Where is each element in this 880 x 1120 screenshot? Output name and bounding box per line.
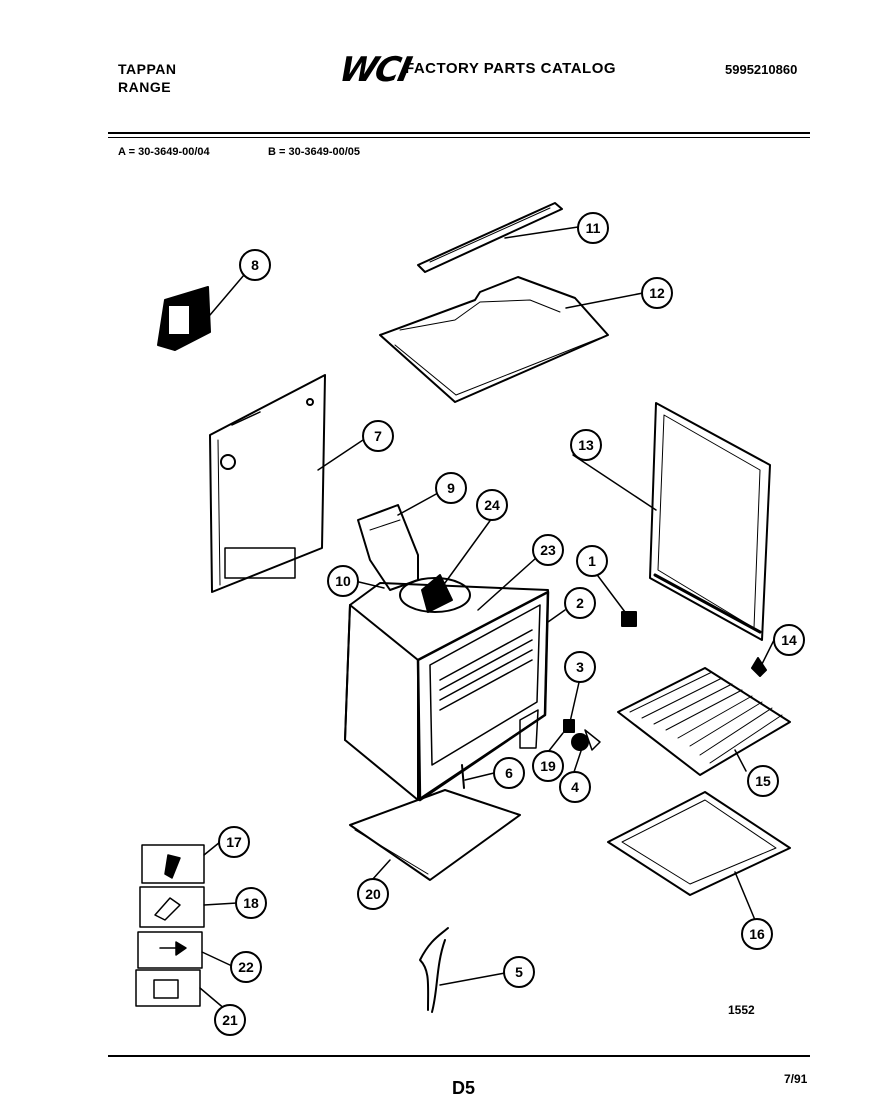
callout-4: 4 bbox=[571, 779, 579, 795]
header-rule bbox=[108, 132, 810, 134]
part-wire bbox=[419, 927, 449, 1013]
callout-23: 23 bbox=[540, 542, 556, 558]
callout-9: 9 bbox=[447, 480, 455, 496]
leader-lines bbox=[199, 226, 775, 1011]
callout-11: 11 bbox=[586, 220, 601, 236]
part-oven-rack bbox=[617, 667, 791, 776]
callout-circles bbox=[214, 212, 805, 1036]
callout-14: 14 bbox=[781, 632, 797, 648]
callout-7: 7 bbox=[374, 428, 382, 444]
callout-16: 16 bbox=[749, 926, 765, 942]
callout-17: 17 bbox=[226, 834, 242, 850]
part-burner bbox=[399, 574, 471, 613]
part-broil-pan bbox=[607, 791, 791, 896]
part-bracket bbox=[157, 286, 211, 351]
part-back-panel bbox=[209, 374, 326, 593]
callout-8: 8 bbox=[251, 257, 259, 273]
callout-5: 5 bbox=[515, 964, 523, 980]
brand-name: TAPPAN bbox=[118, 61, 177, 77]
model-a-label: A = 30-3649-00/04 bbox=[118, 146, 210, 158]
callout-10: 10 bbox=[335, 573, 351, 589]
callout-13: 13 bbox=[578, 437, 594, 453]
hardware-boxes bbox=[135, 844, 205, 1007]
catalog-number: 5995210860 bbox=[725, 62, 798, 77]
callout-20: 20 bbox=[365, 886, 381, 902]
model-b-label: B = 30-3649-00/05 bbox=[268, 146, 361, 158]
header-rule-thin bbox=[108, 137, 810, 138]
part-bottom-panel bbox=[349, 789, 521, 881]
part-small-fittings bbox=[563, 611, 767, 751]
part-flue-duct bbox=[357, 504, 419, 591]
callout-12: 12 bbox=[649, 285, 665, 301]
part-door-frame bbox=[649, 402, 771, 641]
part-top-trim-strip bbox=[417, 202, 563, 273]
revision-date: 7/91 bbox=[784, 1072, 808, 1086]
callout-21: 21 bbox=[222, 1012, 238, 1028]
callout-24: 24 bbox=[484, 497, 500, 513]
page-label: D5 bbox=[452, 1078, 476, 1098]
part-top-panel bbox=[379, 276, 609, 403]
callout-22: 22 bbox=[238, 959, 254, 975]
footer-rule bbox=[108, 1055, 810, 1057]
callout-6: 6 bbox=[505, 765, 513, 781]
diagram-id: 1552 bbox=[728, 1003, 755, 1017]
product-type: RANGE bbox=[118, 79, 172, 95]
callout-3: 3 bbox=[576, 659, 584, 675]
callout-15: 15 bbox=[755, 773, 771, 789]
brand-block: TAPPAN RANGE bbox=[118, 60, 176, 96]
callout-19: 19 bbox=[540, 758, 556, 774]
catalog-title: FACTORY PARTS CATALOG bbox=[405, 60, 617, 77]
callout-2: 2 bbox=[576, 595, 584, 611]
callout-1: 1 bbox=[588, 553, 596, 569]
callout-18: 18 bbox=[243, 895, 259, 911]
part-oven-body bbox=[344, 582, 550, 802]
part-rod bbox=[461, 764, 465, 789]
